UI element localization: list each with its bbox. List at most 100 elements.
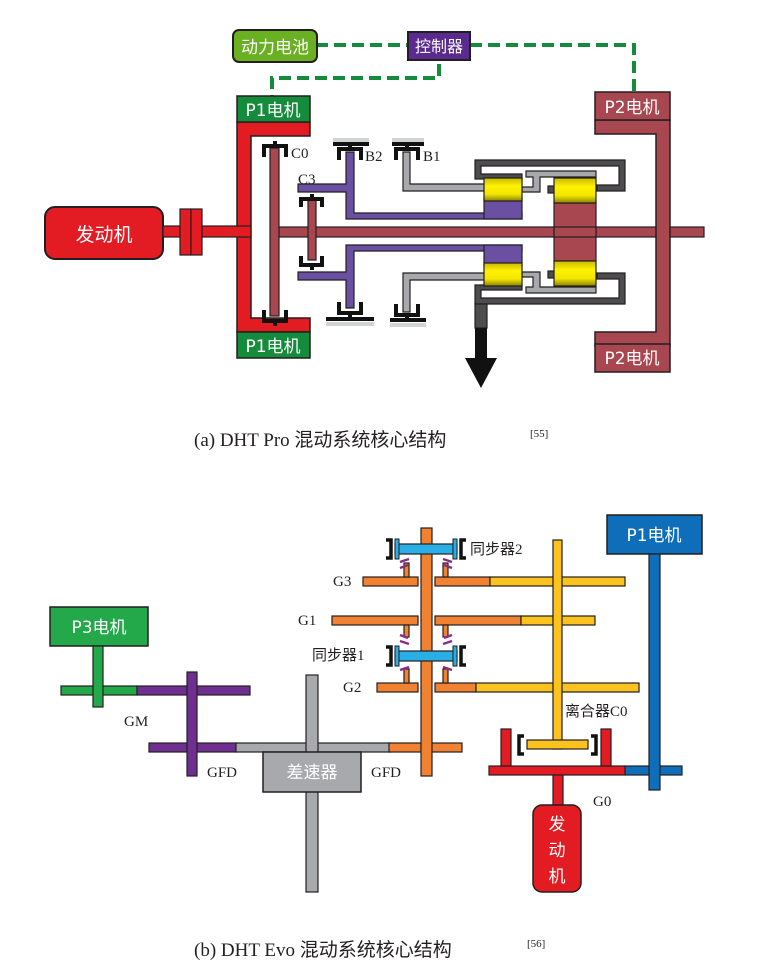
planet-rear-top: [553, 177, 597, 204]
b2-ground-top: [333, 138, 369, 142]
p1-bottom-box: [236, 331, 311, 359]
engine-b: 发 动 机: [532, 804, 582, 893]
engine-shaft-b: [552, 774, 564, 806]
b2-ground-bottom: [326, 322, 374, 326]
controller-label: 控制器: [415, 37, 463, 56]
hub: [403, 562, 410, 578]
planet-front-top: [483, 177, 523, 202]
clutch-c0-label: 离合器C0: [565, 703, 628, 720]
carrier-frame: [474, 159, 626, 329]
c0-member: [269, 147, 280, 317]
diff-box: [262, 751, 362, 793]
p1-shaft: [648, 553, 661, 791]
input-shaft: [552, 539, 563, 750]
c0-bracket-right: [591, 734, 598, 756]
engine-b-char3: 机: [549, 867, 566, 887]
g3-gear-left: [362, 576, 419, 587]
p1-top-label: P1电机: [245, 101, 300, 121]
output-arrow-icon: [465, 328, 497, 388]
p3-motor: P3电机: [49, 606, 149, 708]
p1-bottom-label: P1电机: [245, 337, 300, 357]
p3-shaft: [92, 645, 104, 708]
damper-right: [190, 208, 203, 256]
damper-left: [179, 208, 192, 256]
controller-p2-link: [470, 43, 636, 92]
b1-ground-bottom: [390, 323, 426, 327]
hub: [403, 624, 410, 638]
input-shaft-assembly: [475, 539, 640, 750]
gfd-left-label: GFD: [207, 765, 237, 781]
g3-label: G3: [333, 574, 351, 590]
gfd-right-label: GFD: [371, 765, 401, 781]
b1-ground-top: [392, 138, 424, 142]
controller-box: 控制器: [407, 31, 471, 61]
main-shaft: [271, 226, 705, 238]
caption-b-ref: [56]: [527, 938, 545, 950]
p2-bottom-box: [594, 343, 671, 373]
hub: [442, 562, 449, 578]
b2-brake-top: [333, 142, 369, 160]
synchronizer-1: [386, 633, 466, 672]
engine-b-char2: 动: [549, 841, 566, 861]
c0-clutch-bottom: [262, 310, 288, 326]
caption-a-ref: [55]: [530, 428, 548, 440]
g1-gear-left: [331, 615, 419, 626]
g0-gear: [488, 765, 626, 776]
engine-b-char1: 发: [549, 815, 566, 835]
rear-sun-shaft: [553, 226, 597, 238]
p2-top-box: [594, 91, 671, 121]
c0-clutch-top: [262, 141, 288, 157]
engine-clutch-assembly: [488, 728, 626, 806]
controller-p1-link: [270, 64, 441, 96]
g0-label: G0: [593, 794, 611, 810]
battery-box: 动力电池: [232, 29, 318, 63]
planet-front-bottom: [483, 262, 523, 287]
p1-b-label: P1电机: [626, 526, 681, 546]
c3-clutch-top: [299, 194, 324, 207]
p1-motor: P1电机 P1电机: [236, 95, 311, 359]
c3-clutch-bottom: [299, 256, 324, 270]
sync1-label: 同步器1: [312, 647, 365, 664]
gm-idler: [136, 671, 251, 777]
hub: [403, 668, 410, 684]
purple-member: [297, 151, 523, 309]
diff-label: 差速器: [287, 763, 338, 783]
g1-label: G1: [298, 613, 316, 629]
b1-brake-top: [392, 142, 424, 160]
engine-a-label: 发动机: [75, 224, 132, 246]
p2-motor: P2电机 P2电机: [594, 91, 671, 373]
c0-label: C0: [291, 146, 309, 162]
control-links: [270, 43, 636, 96]
battery-label: 动力电池: [241, 38, 309, 58]
b1-label: B1: [423, 149, 441, 165]
figure-b: P3电机 GM GFD 差速器 GFD: [49, 514, 703, 961]
b2-label: B2: [365, 149, 383, 165]
c0-bracket-left: [517, 734, 524, 756]
p2-bottom-label: P2电机: [604, 349, 659, 369]
synchronizer-2: [386, 538, 466, 570]
b2-brake-bottom: [326, 302, 374, 321]
g3-gear-right: [434, 576, 491, 587]
hub: [442, 668, 449, 684]
c0-outer-right: [600, 728, 612, 767]
caption-b: (b) DHT Evo 混动系统核心结构: [194, 939, 452, 961]
sync2-label: 同步器2: [470, 541, 523, 558]
c3-member: [307, 199, 317, 261]
planet-rear-bottom: [553, 260, 597, 287]
g2-label: G2: [343, 680, 361, 696]
p1-motor-b: P1电机: [606, 514, 703, 791]
output-stem: [474, 303, 488, 329]
c0-inner-plate: [526, 739, 589, 750]
figure-a: 动力电池 控制器 P1电机 P1电机 发动机: [44, 29, 705, 451]
g2-gear-right: [434, 682, 477, 693]
engine-shaft: [162, 225, 252, 238]
engine-a: 发动机: [44, 206, 252, 260]
p3-gear-left: [60, 685, 96, 696]
b1-brake-bottom: [390, 304, 426, 322]
p3-label: P3电机: [71, 618, 126, 638]
c0-outer-left: [500, 728, 512, 767]
p1-top-box: [236, 95, 311, 123]
p2-top-label: P2电机: [604, 98, 659, 118]
gm-label: GM: [124, 714, 148, 730]
